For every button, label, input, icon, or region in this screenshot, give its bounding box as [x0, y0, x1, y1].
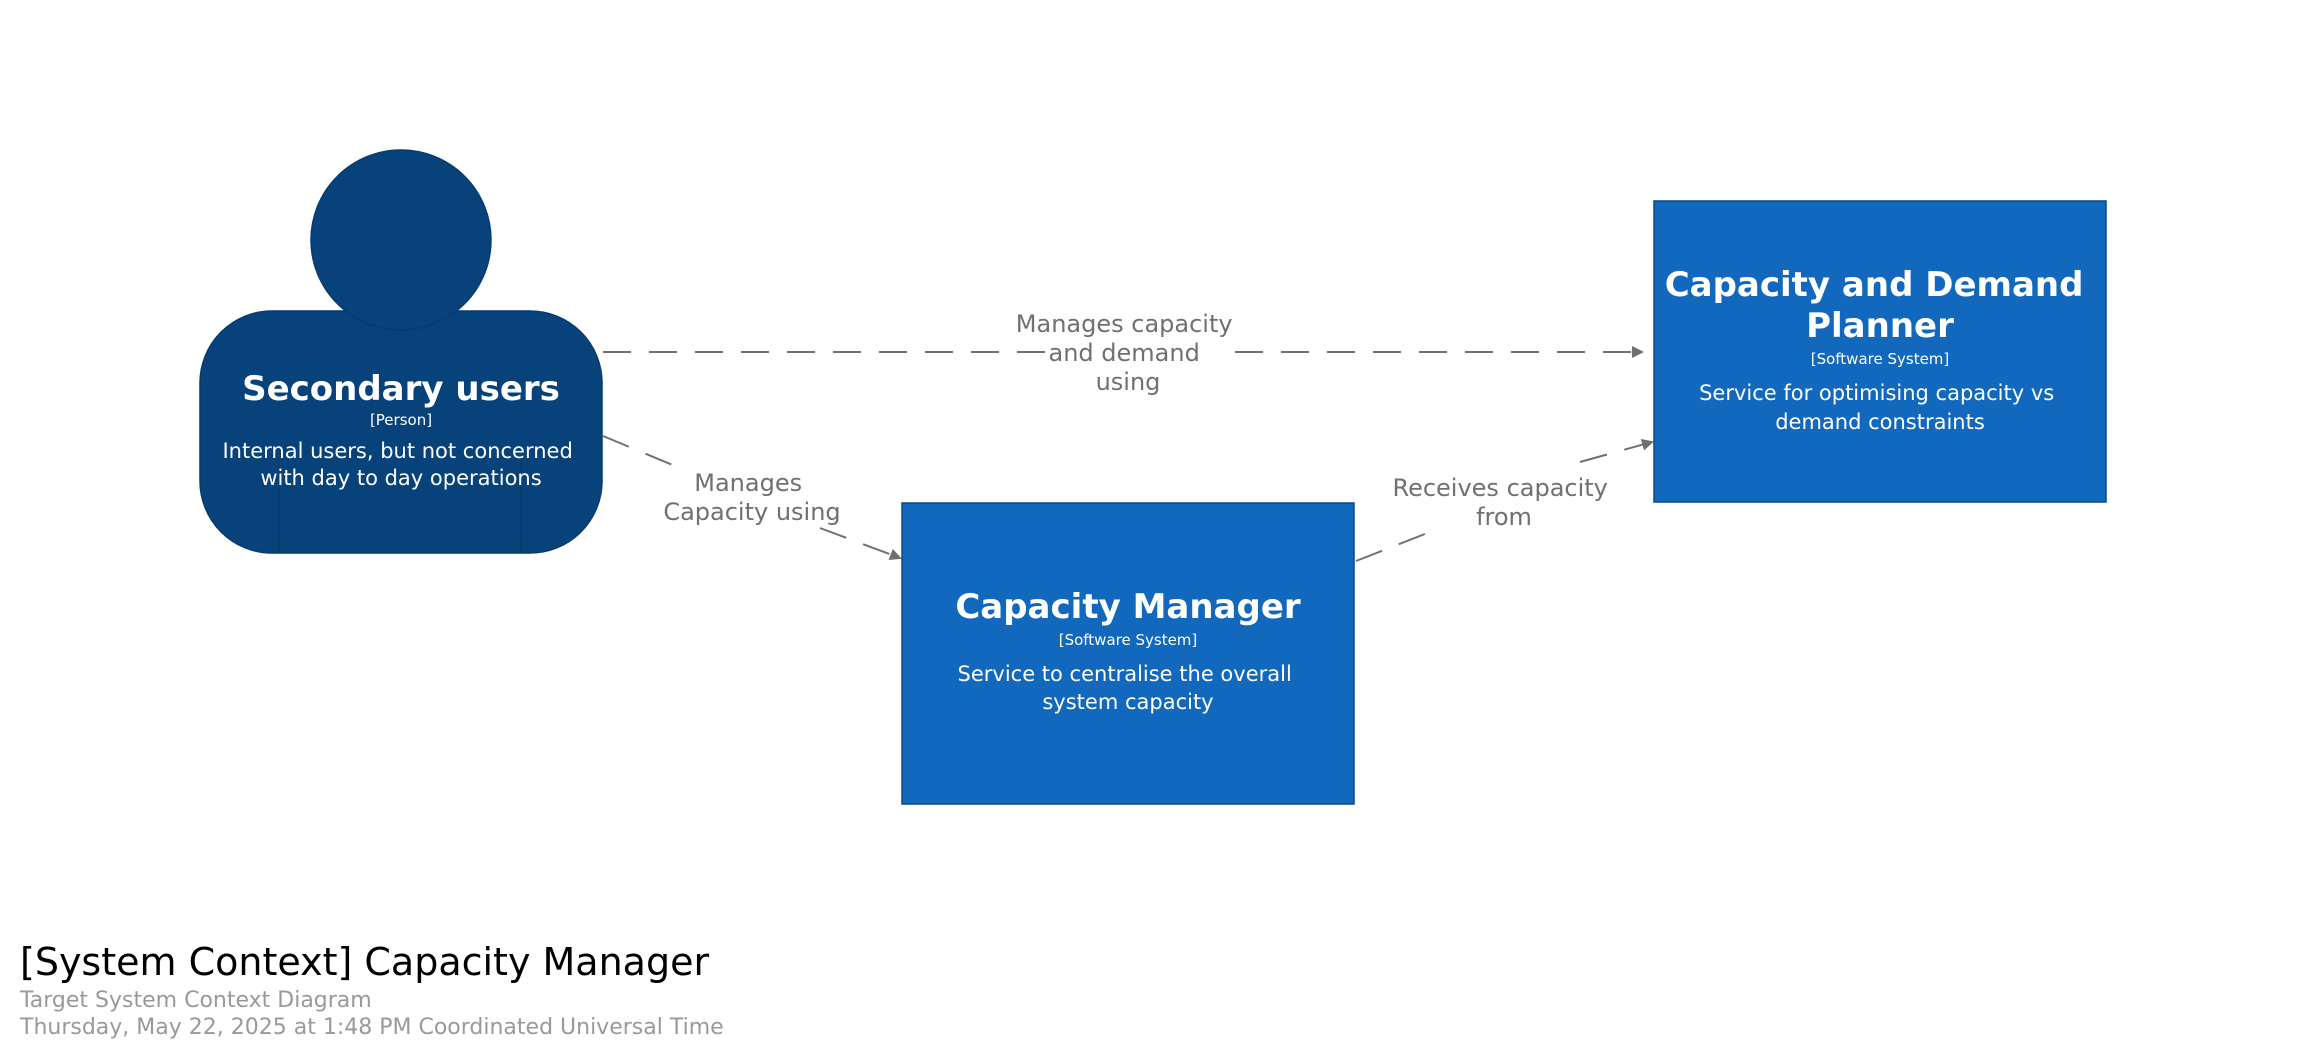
edge-label: Manages capacity and demand using: [1016, 310, 1240, 396]
edge-line: [1355, 442, 1652, 562]
node-description: Service for optimising capacity vs deman…: [1699, 381, 2061, 434]
node-type: [Software System]: [1059, 631, 1198, 649]
node-description: Internal users, but not concerned with d…: [222, 439, 579, 490]
diagram-footer: [System Context] Capacity Manager Target…: [19, 940, 724, 1040]
node-title: Secondary users: [242, 369, 560, 409]
diagram-timestamp: Thursday, May 22, 2025 at 1:48 PM Coordi…: [19, 1015, 724, 1040]
node-title: Capacity and Demand Planner: [1665, 265, 2096, 346]
diagram-title: [System Context] Capacity Manager: [20, 940, 709, 984]
person-body: [199, 310, 603, 554]
edge-manager-to-planner[interactable]: Receives capacity from: [1355, 442, 1652, 562]
node-type: [Person]: [370, 411, 432, 429]
node-title: Capacity Manager: [955, 587, 1301, 627]
person-head: [310, 149, 492, 331]
system-box: [901, 502, 1355, 805]
node-capacity-manager[interactable]: Capacity Manager [Software System] Servi…: [901, 502, 1355, 805]
edge-label: Receives capacity from: [1392, 474, 1615, 531]
node-capacity-demand-planner[interactable]: Capacity and Demand Planner [Software Sy…: [1653, 200, 2107, 503]
node-description: Service to centralise the overall system…: [958, 662, 1299, 714]
edge-label: Manages Capacity using: [663, 469, 840, 526]
edge-users-to-planner[interactable]: Manages capacity and demand using: [603, 310, 1644, 396]
node-secondary-users[interactable]: Secondary users [Person] Internal users,…: [199, 149, 603, 554]
node-type: [Software System]: [1811, 350, 1950, 368]
edge-users-to-manager[interactable]: Manages Capacity using: [602, 435, 900, 558]
edge-line: [602, 435, 900, 558]
system-box: [1653, 200, 2107, 503]
diagram-subtitle: Target System Context Diagram: [19, 988, 372, 1013]
